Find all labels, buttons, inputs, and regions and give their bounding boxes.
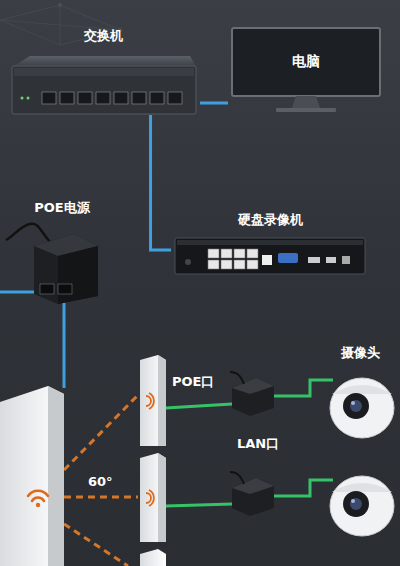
port-label: POE口 (172, 374, 214, 390)
device-label: 硬盘录像机 (171, 212, 369, 228)
network-cable (200, 102, 228, 105)
switch-device: 交换机 (6, 28, 200, 115)
network-cable (151, 115, 171, 250)
device-label: POE电源 (18, 200, 106, 216)
device-label: 摄像头 (318, 345, 400, 361)
computer-monitor: 电脑 (228, 28, 384, 112)
device-label: 交换机 (6, 28, 200, 44)
port-label: LAN口 (237, 436, 279, 452)
nvr-recorder: 硬盘录像机 (171, 212, 369, 278)
device-label: 电脑 (228, 53, 384, 71)
camera-device: 摄像头 (318, 345, 400, 445)
angle-label: 60° (88, 474, 113, 490)
poe-power-injector: POE电源 (18, 200, 106, 304)
